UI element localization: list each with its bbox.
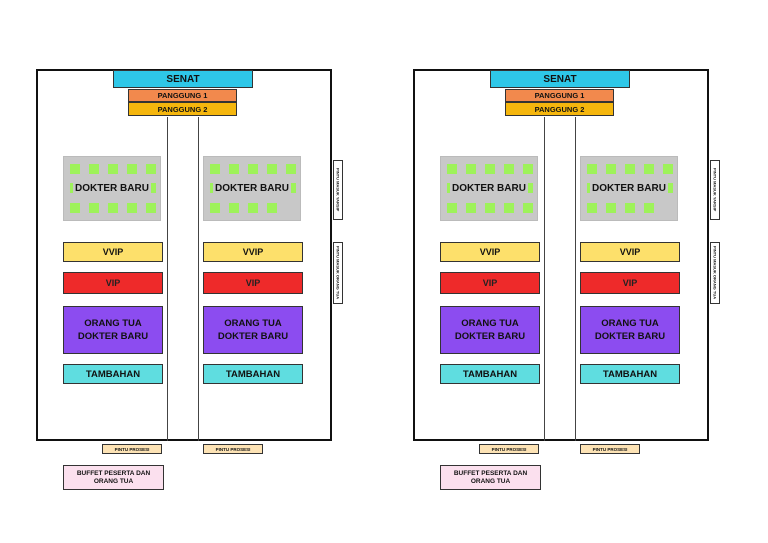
tambahan-block-left: TAMBAHAN	[440, 364, 540, 384]
orang-tua-label: ORANG TUA	[601, 318, 659, 329]
orang-tua-label: ORANG TUA	[224, 318, 282, 329]
pintu-masuk-yarsip-label: PINTU MASUK YARSIP	[712, 168, 718, 212]
senat-block: SENAT	[490, 70, 630, 88]
floor-plan-right: SENAT PANGGUNG 1 PANGGUNG 2 DOKTER BARU …	[377, 0, 761, 543]
pintu-prosesi-right: PINTU PROSESI	[203, 444, 263, 454]
aisle-line-right	[575, 117, 576, 441]
buffet-label-line1: BUFFET PESERTA DAN	[76, 469, 151, 477]
orang-tua-block-left: ORANG TUA DOKTER BARU	[63, 306, 163, 354]
vip-block-right: VIP	[203, 272, 303, 294]
buffet-label-line1: BUFFET PESERTA DAN	[453, 469, 528, 477]
pintu-prosesi-left: PINTU PROSESI	[479, 444, 539, 454]
pintu-prosesi-left: PINTU PROSESI	[102, 444, 162, 454]
floor-plan-left: SENAT PANGGUNG 1 PANGGUNG 2 DOKTER BARU …	[36, 69, 343, 490]
buffet-label-line2: ORANG TUA	[470, 477, 511, 485]
vip-block-left: VIP	[63, 272, 163, 294]
vvip-block-left: VVIP	[63, 242, 163, 262]
orang-tua-block-left: ORANG TUA DOKTER BARU	[440, 306, 540, 354]
pintu-masuk-orang-tua-label: PINTU MASUK ORANG TUA	[335, 246, 341, 300]
panggung-1-block: PANGGUNG 1	[128, 89, 237, 102]
pintu-masuk-yarsip-label: PINTU MASUK YARSIP	[335, 168, 341, 212]
pintu-masuk-yarsip-door: PINTU MASUK YARSIP	[710, 160, 720, 220]
dokter-baru-label: DOKTER BARU	[213, 183, 291, 194]
dokter-baru-label: DOKTER BARU	[73, 183, 151, 194]
dokter-baru-label: DOKTER BARU	[77, 331, 149, 342]
orang-tua-block-right: ORANG TUA DOKTER BARU	[580, 306, 680, 354]
orang-tua-block-right: ORANG TUA DOKTER BARU	[203, 306, 303, 354]
vip-block-left: VIP	[440, 272, 540, 294]
dokter-baru-area-left: DOKTER BARU	[63, 156, 161, 221]
vvip-block-right: VVIP	[203, 242, 303, 262]
pintu-masuk-orang-tua-label: PINTU MASUK ORANG TUA	[712, 246, 718, 300]
aisle-line-left	[544, 117, 545, 441]
pintu-masuk-orang-tua-door: PINTU MASUK ORANG TUA	[710, 242, 720, 304]
aisle-line-right	[198, 117, 199, 441]
tambahan-block-left: TAMBAHAN	[63, 364, 163, 384]
vvip-block-left: VVIP	[440, 242, 540, 262]
vvip-block-right: VVIP	[580, 242, 680, 262]
dokter-baru-label: DOKTER BARU	[590, 183, 668, 194]
senat-block: SENAT	[113, 70, 253, 88]
dokter-baru-label: DOKTER BARU	[217, 331, 289, 342]
buffet-label-line2: ORANG TUA	[93, 477, 134, 485]
buffet-area: BUFFET PESERTA DAN ORANG TUA	[63, 465, 164, 490]
orang-tua-label: ORANG TUA	[461, 318, 519, 329]
dokter-baru-label: DOKTER BARU	[450, 183, 528, 194]
pintu-prosesi-right: PINTU PROSESI	[580, 444, 640, 454]
aisle-line-left	[167, 117, 168, 441]
panggung-2-block: PANGGUNG 2	[505, 102, 614, 116]
panggung-2-block: PANGGUNG 2	[128, 102, 237, 116]
tambahan-block-right: TAMBAHAN	[580, 364, 680, 384]
dokter-baru-area-right: DOKTER BARU	[580, 156, 678, 221]
buffet-area: BUFFET PESERTA DAN ORANG TUA	[440, 465, 541, 490]
dokter-baru-label: DOKTER BARU	[454, 331, 526, 342]
dokter-baru-area-right: DOKTER BARU	[203, 156, 301, 221]
vip-block-right: VIP	[580, 272, 680, 294]
dokter-baru-area-left: DOKTER BARU	[440, 156, 538, 221]
dokter-baru-label: DOKTER BARU	[594, 331, 666, 342]
tambahan-block-right: TAMBAHAN	[203, 364, 303, 384]
pintu-masuk-yarsip-door: PINTU MASUK YARSIP	[333, 160, 343, 220]
panggung-1-block: PANGGUNG 1	[505, 89, 614, 102]
pintu-masuk-orang-tua-door: PINTU MASUK ORANG TUA	[333, 242, 343, 304]
orang-tua-label: ORANG TUA	[84, 318, 142, 329]
